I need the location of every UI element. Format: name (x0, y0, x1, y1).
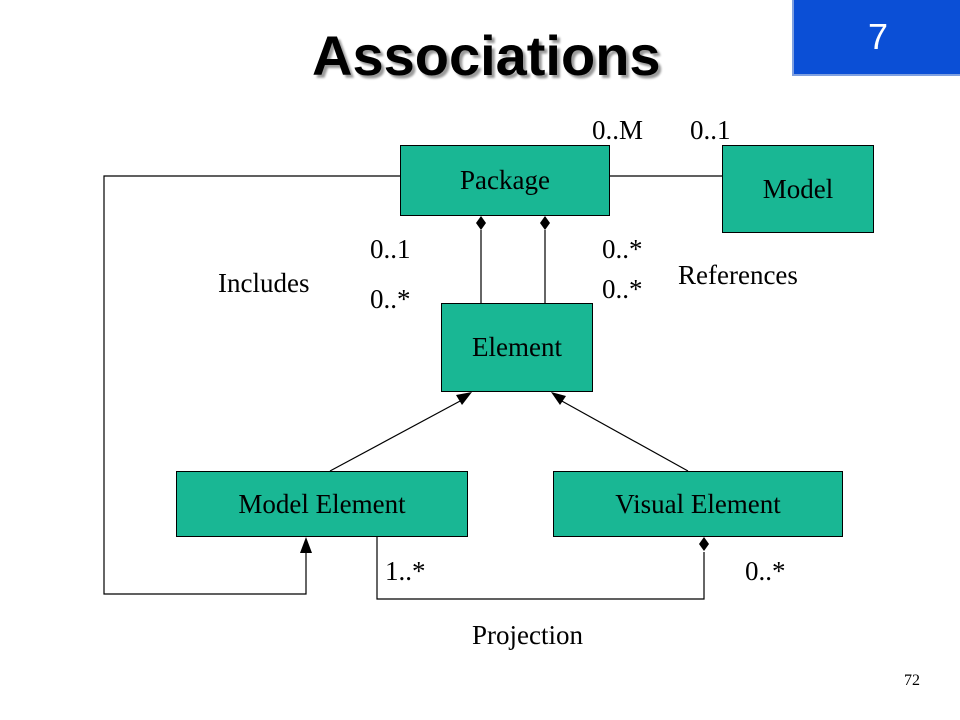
includes-loop-line (103, 175, 400, 595)
model-element-generalization-arrow (456, 392, 472, 405)
visual-element-generalization-line (559, 399, 689, 472)
element-label: Element (472, 332, 562, 362)
references-diamond (540, 216, 550, 230)
model-element-box: Model Element (176, 471, 468, 537)
visual-element-box: Visual Element (553, 471, 843, 537)
package-box: Package (400, 145, 610, 216)
visual-element-generalization-arrow (551, 392, 566, 405)
includes-top-multiplicity: 0..1 (370, 234, 411, 264)
package-model-left-multiplicity: 0..M (592, 115, 644, 145)
projection-label: Projection (472, 620, 583, 650)
element-box: Element (441, 303, 593, 392)
includes-arrowhead (300, 537, 312, 553)
model-box: Model (722, 145, 874, 233)
visual-element-label: Visual Element (615, 488, 781, 519)
model-element-generalization-line (329, 399, 463, 472)
package-model-right-multiplicity: 0..1 (690, 115, 731, 145)
projection-line (376, 537, 705, 600)
package-label: Package (460, 165, 550, 195)
includes-label: Includes (218, 268, 310, 298)
page-number: 72 (904, 672, 920, 689)
includes-bottom-multiplicity: 0..* (370, 284, 411, 314)
references-bottom-multiplicity: 0..* (602, 274, 643, 304)
model-label: Model (762, 173, 834, 204)
slide-badge: 7 (792, 0, 960, 76)
references-top-multiplicity: 0..* (602, 234, 643, 264)
model-element-label: Model Element (238, 488, 406, 519)
slide-title: Associations (312, 24, 661, 87)
projection-left-multiplicity: 1..* (385, 556, 426, 586)
includes-diamond (476, 216, 486, 230)
projection-diamond (699, 537, 709, 551)
projection-right-multiplicity: 0..* (745, 556, 786, 586)
references-label: References (678, 260, 798, 290)
